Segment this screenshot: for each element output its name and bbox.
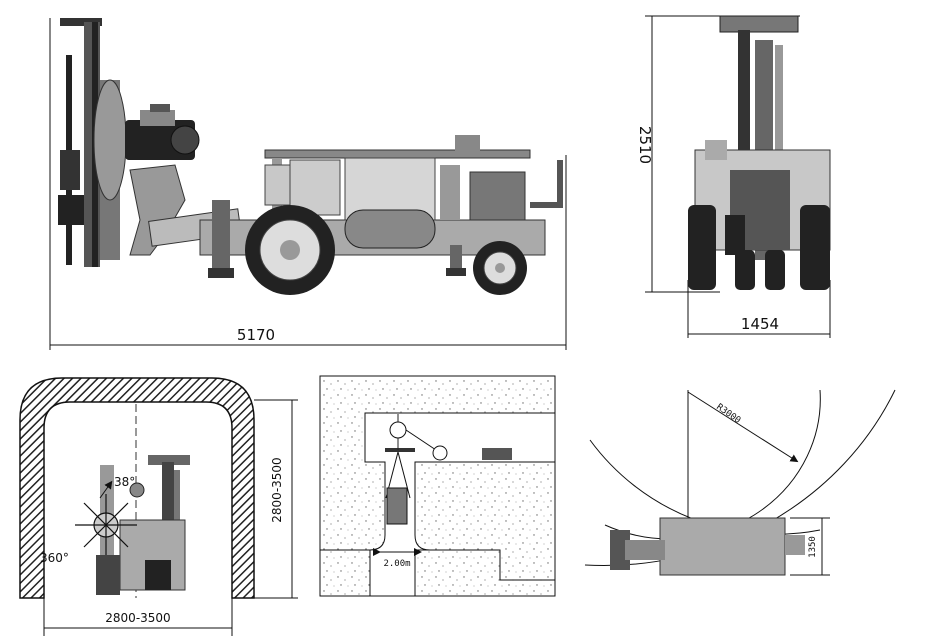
side-view: 5170 xyxy=(49,18,567,350)
turning-view: R3000 1350 xyxy=(584,389,896,576)
turning-radius-label: R3000 xyxy=(714,402,742,426)
length-dimension: 5170 xyxy=(237,326,275,344)
mast xyxy=(60,18,102,26)
tunnel-width-dimension: 2800-3500 xyxy=(105,611,170,625)
tunnel-height-dimension: 2800-3500 xyxy=(270,457,284,522)
width-dimension: 1454 xyxy=(741,315,779,333)
shaft-view: 2.00m xyxy=(319,375,556,597)
turning-rig xyxy=(659,517,786,576)
tunnel-view: 38° 360° 2800-3500 2800-3500 xyxy=(19,377,298,636)
air-tank xyxy=(344,209,436,249)
shaft-spacing-label: 2.00m xyxy=(383,559,410,569)
rock-mass xyxy=(319,375,556,581)
height-dimension: 2510 xyxy=(636,126,654,164)
front-view: 2510 1454 xyxy=(636,15,831,338)
suspended-rig xyxy=(386,487,408,525)
rotation-label: 360° xyxy=(40,551,69,565)
tilt-angle-label: 38° xyxy=(114,475,135,489)
rotating-head xyxy=(75,494,137,556)
turning-width-label: 1350 xyxy=(808,536,818,558)
